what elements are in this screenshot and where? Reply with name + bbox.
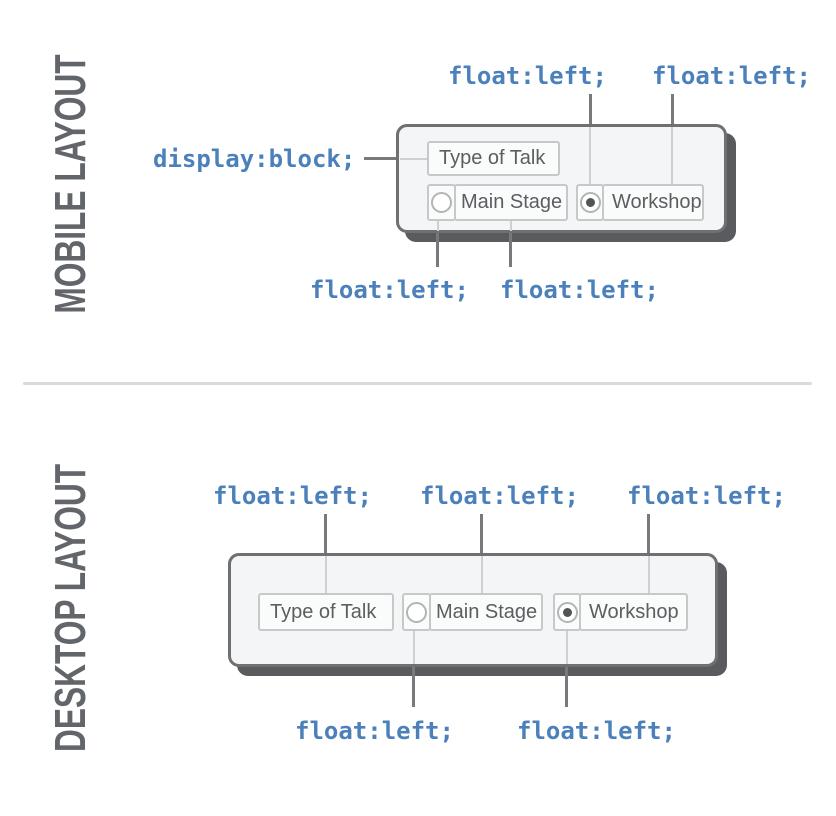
section-divider <box>23 382 812 385</box>
leader-line <box>589 94 592 124</box>
main-stage-radio[interactable] <box>402 593 431 631</box>
float-left-annotation: float:left; <box>295 717 454 745</box>
radio-button-icon[interactable] <box>431 192 452 213</box>
float-left-annotation: float:left; <box>627 482 786 510</box>
leader-line <box>325 556 327 593</box>
mobile-section-heading: MOBILE LAYOUT <box>46 54 95 314</box>
leader-line <box>510 221 512 231</box>
leader-line <box>400 158 427 160</box>
leader-line <box>436 233 439 267</box>
main-stage-radio[interactable] <box>427 184 456 221</box>
leader-line <box>509 233 512 267</box>
workshop-radio[interactable] <box>553 593 581 631</box>
radio-button-icon[interactable] <box>579 192 601 213</box>
field-label: Type of Talk <box>270 600 377 623</box>
leader-line <box>437 221 439 231</box>
float-left-annotation: float:left; <box>448 62 607 90</box>
leader-line <box>412 667 415 707</box>
leader-line <box>589 127 591 184</box>
workshop-label-box[interactable]: Workshop <box>602 184 704 221</box>
leader-line <box>566 631 568 664</box>
leader-line <box>648 556 650 593</box>
option-label: Workshop <box>612 191 702 213</box>
radio-button-icon[interactable] <box>556 601 578 623</box>
float-left-annotation: float:left; <box>420 482 579 510</box>
display-block-annotation: display:block; <box>153 145 356 173</box>
float-left-annotation: float:left; <box>213 482 372 510</box>
field-label-box: Type of Talk <box>427 141 560 176</box>
leader-line <box>324 514 327 553</box>
float-left-annotation: float:left; <box>500 276 659 304</box>
leader-line <box>565 667 568 707</box>
workshop-label-box[interactable]: Workshop <box>579 593 688 631</box>
leader-line <box>671 127 673 184</box>
main-stage-label-box[interactable]: Main Stage <box>429 593 543 631</box>
leader-line <box>481 556 483 593</box>
leader-line <box>647 514 650 553</box>
field-label-box: Type of Talk <box>258 593 394 631</box>
leader-line <box>413 631 415 664</box>
workshop-radio[interactable] <box>576 184 604 221</box>
option-label: Workshop <box>589 600 679 623</box>
main-stage-label-box[interactable]: Main Stage <box>454 184 568 221</box>
radio-button-icon[interactable] <box>406 601 427 623</box>
float-left-annotation: float:left; <box>310 276 469 304</box>
float-left-annotation: float:left; <box>652 62 811 90</box>
leader-line <box>480 514 483 553</box>
option-label: Main Stage <box>436 600 538 623</box>
field-label: Type of Talk <box>439 147 546 169</box>
option-label: Main Stage <box>461 191 563 213</box>
desktop-section-heading: DESKTOP LAYOUT <box>46 463 95 753</box>
float-left-annotation: float:left; <box>517 717 676 745</box>
leader-line <box>671 94 674 124</box>
leader-line <box>364 157 397 160</box>
